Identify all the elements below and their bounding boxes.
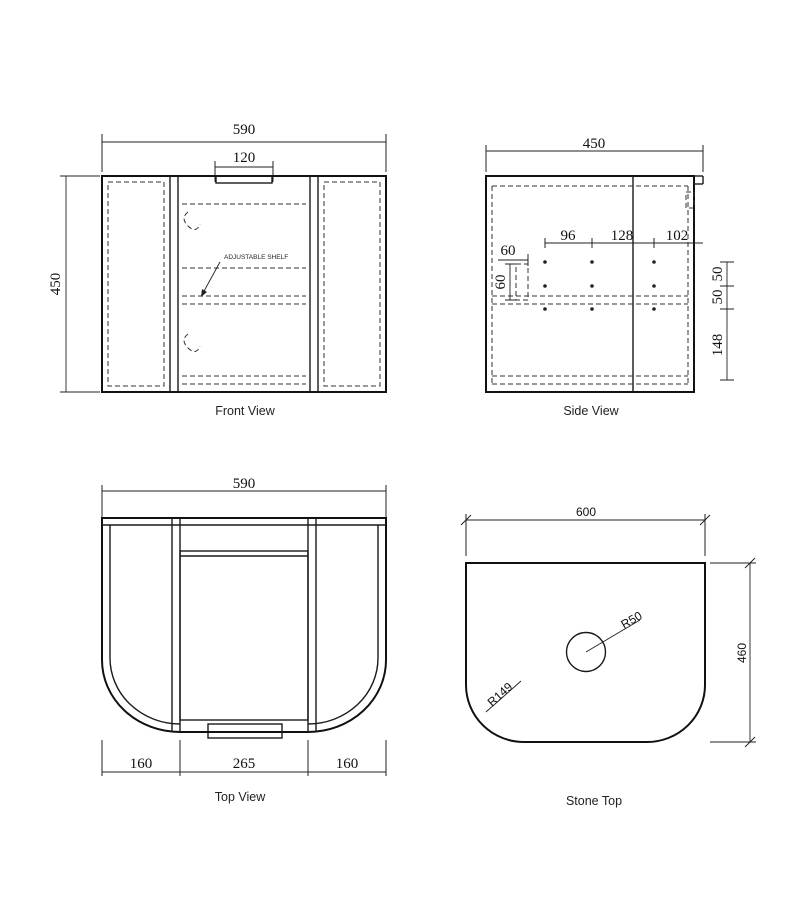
top-dim-left: 160 (130, 756, 153, 772)
top-outline (101, 517, 387, 733)
side-inner-box (515, 263, 529, 301)
top-view: 590 160 265 160 Top View (101, 476, 387, 804)
top-dim-middle: 265 (233, 756, 256, 772)
side-hole-dim-2: 128 (611, 228, 634, 244)
front-drawer-dimension: 120 (214, 150, 274, 182)
top-width-dimension: 590 (101, 476, 387, 518)
front-height-dimension: 450 (48, 175, 100, 393)
side-depth-label: 450 (583, 136, 606, 152)
hinge-icon (183, 333, 201, 352)
front-view-caption: Front View (215, 404, 275, 418)
side-vertical-dim-1: 50 (710, 267, 726, 282)
side-view: 450 (485, 136, 734, 418)
stone-corner-radius-label: R149 (485, 679, 516, 709)
top-bottom-dimensions: 160 265 160 (101, 740, 387, 776)
stone-depth-label: 460 (735, 643, 749, 663)
stone-outline (465, 562, 706, 743)
side-vertical-dimensions: 50 50 148 (710, 261, 734, 381)
side-inner-width-label: 60 (501, 243, 516, 259)
front-width-dimension: 590 (101, 122, 387, 172)
stone-width-dimension: 600 (460, 505, 711, 556)
side-outline (485, 175, 695, 393)
side-inner-dimensions: 60 60 (493, 243, 529, 301)
side-vertical-dim-2: 50 (710, 290, 726, 305)
side-hole-dim-3: 102 (666, 228, 689, 244)
stone-hole-radius-label: R50 (619, 608, 645, 631)
adjustable-shelf-label: ADJUSTABLE SHELF (224, 254, 288, 261)
side-hole-pattern (543, 260, 656, 311)
top-width-label: 590 (233, 476, 256, 492)
stone-width-label: 600 (576, 505, 596, 519)
stone-depth-dimension: 460 (710, 557, 756, 748)
top-handle (207, 723, 283, 739)
side-hole-dimensions: 96 128 102 (544, 228, 703, 248)
waste-hole (565, 631, 607, 673)
front-width-label: 590 (233, 122, 256, 138)
front-outline (101, 175, 387, 393)
top-view-caption: Top View (215, 790, 266, 804)
front-height-label: 450 (48, 273, 64, 296)
adjustable-shelf-annotation: ADJUSTABLE SHELF (201, 254, 288, 297)
side-depth-dimension: 450 (485, 136, 704, 172)
side-view-caption: Side View (563, 404, 619, 418)
hinge-icon (183, 211, 201, 230)
stone-top: 600 460 R50 R149 Stone Top (460, 505, 756, 808)
side-vertical-dim-3: 148 (710, 334, 726, 357)
front-drawer-label: 120 (233, 150, 256, 166)
stone-top-caption: Stone Top (566, 794, 622, 808)
front-handle (215, 175, 273, 184)
side-inner-height-label: 60 (493, 275, 509, 290)
front-view: 590 120 450 (48, 122, 387, 418)
top-dim-right: 160 (336, 756, 359, 772)
side-hole-dim-1: 96 (561, 228, 577, 244)
